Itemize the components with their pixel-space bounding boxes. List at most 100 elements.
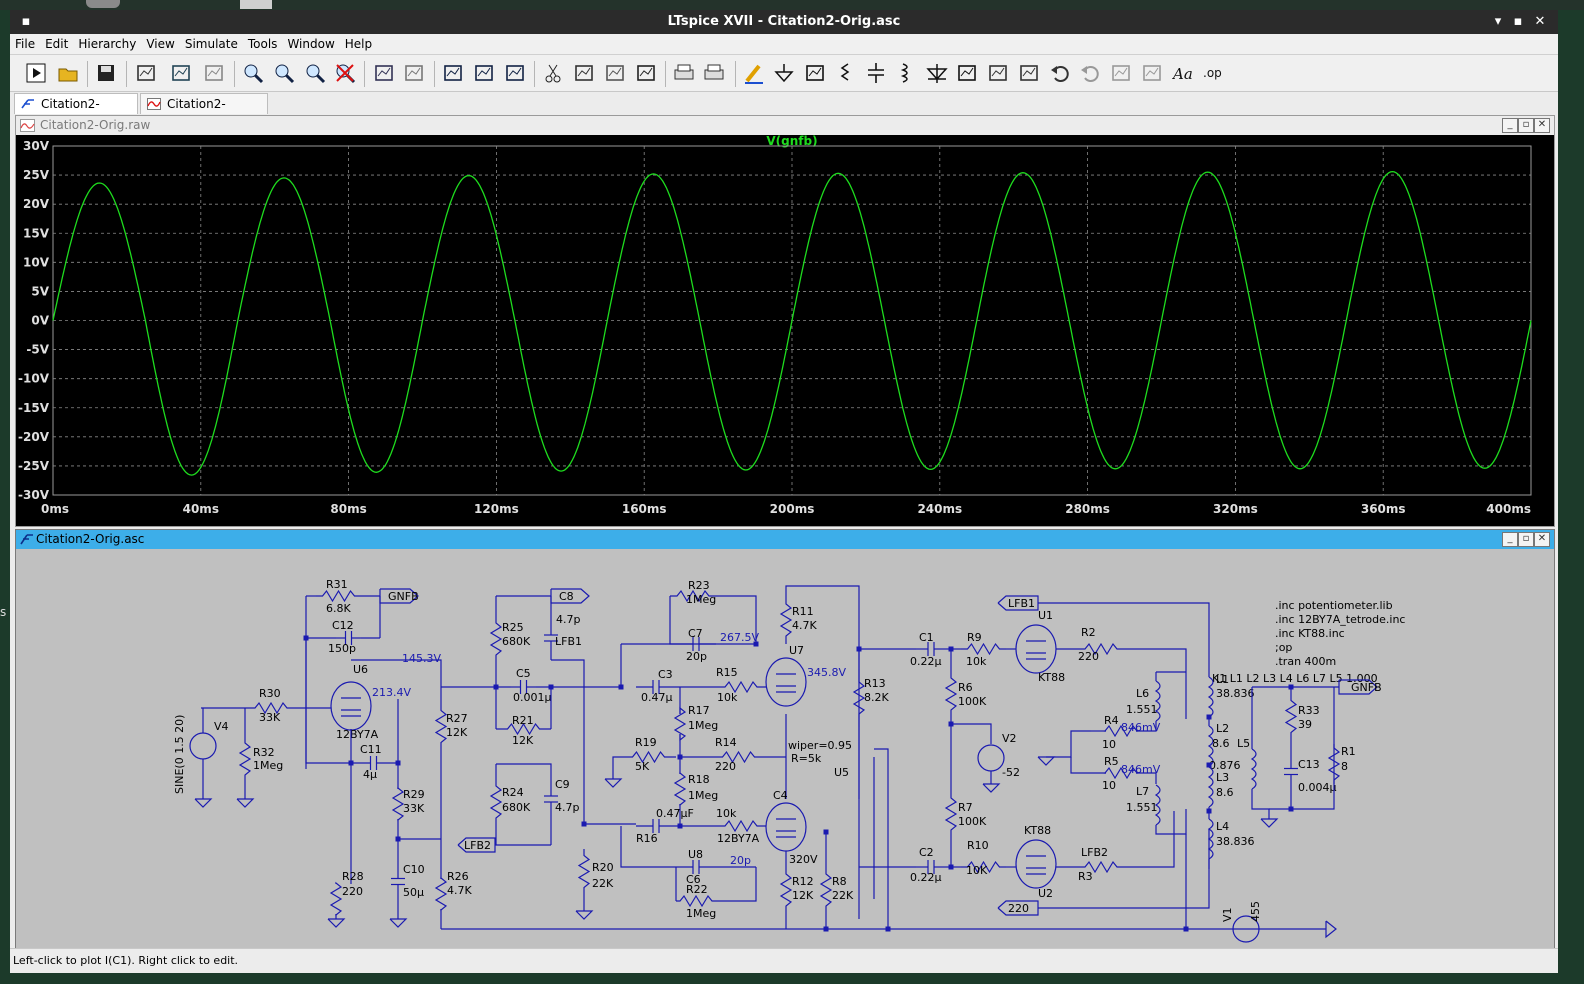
junction: [348, 760, 354, 766]
ref-C12: C12: [332, 619, 354, 632]
value-R4: 10: [1102, 738, 1116, 751]
find-icon[interactable]: [635, 62, 657, 84]
menu-window[interactable]: Window: [287, 37, 335, 51]
menu-simulate[interactable]: Simulate: [184, 37, 238, 51]
pan-icon[interactable]: [203, 62, 225, 84]
value-R17: 1Meg: [688, 719, 718, 732]
control-panel-icon[interactable]: [135, 62, 157, 84]
resistor: [1076, 860, 1126, 874]
inductor-icon[interactable]: [895, 62, 917, 84]
window-menu-icon[interactable]: ▪: [21, 14, 31, 29]
value-R7: 100K: [958, 815, 987, 828]
x-tick-label: 0ms: [41, 502, 69, 516]
close-icon[interactable]: ✕: [1534, 118, 1550, 133]
waveform-icon-glyph: [405, 65, 423, 81]
resistor: [779, 596, 793, 644]
resistor-icon[interactable]: [834, 62, 856, 84]
value-C8: LFB1: [555, 635, 582, 648]
menu-edit[interactable]: Edit: [45, 37, 69, 51]
zoom-cancel-icon[interactable]: [334, 62, 356, 84]
wire: [620, 826, 676, 868]
move-icon-glyph: [989, 65, 1007, 81]
tab-schematic[interactable]: Citation2-Orig.asc: [14, 93, 138, 131]
menu-bar: File Edit Hierarchy View Simulate Tools Window…: [10, 34, 1558, 55]
menu-help[interactable]: Help: [344, 37, 373, 51]
minimize-icon[interactable]: _: [1502, 532, 1518, 547]
wire: [305, 638, 351, 764]
menu-tools[interactable]: Tools: [247, 37, 278, 51]
autorange-icon[interactable]: [373, 62, 395, 84]
ref-R28: R28: [342, 870, 364, 883]
menu-file[interactable]: File: [15, 37, 36, 51]
label-net-icon[interactable]: [804, 62, 826, 84]
diode-icon[interactable]: [926, 62, 948, 84]
zoom-in-icon[interactable]: [242, 62, 264, 84]
tile-icon[interactable]: [504, 62, 526, 84]
run-pause-icon[interactable]: [170, 62, 192, 84]
open-icon[interactable]: [57, 62, 79, 84]
capacitor-icon[interactable]: [865, 62, 887, 84]
junction: [677, 823, 683, 829]
value-C7: 20p: [686, 650, 707, 663]
spice-directive-icon[interactable]: .op: [1202, 62, 1224, 84]
zoom-area-icon[interactable]: [273, 62, 295, 84]
tile-horizontal-icon[interactable]: [442, 62, 464, 84]
print-icon[interactable]: [703, 62, 725, 84]
ground-symbol: [1037, 756, 1056, 766]
undo-icon[interactable]: [1049, 62, 1071, 84]
ref-R12: R12: [792, 875, 814, 888]
ref-L2: L2: [1216, 722, 1229, 735]
value-C3: 0.47μ: [641, 691, 673, 704]
ref-C13: C13: [1298, 758, 1320, 771]
text-icon[interactable]: Aa: [1171, 62, 1194, 84]
schematic-icon: [21, 99, 34, 109]
cascade-icon[interactable]: [473, 62, 495, 84]
close-icon[interactable]: ✕: [1534, 532, 1550, 547]
pan-icon-glyph: [205, 65, 223, 81]
resistor: [238, 729, 252, 789]
waveform-plot[interactable]: V(gnfb)30V25V20V15V10V5V0V-5V-10V-15V-20…: [16, 134, 1554, 526]
menu-view[interactable]: View: [146, 37, 175, 51]
menu-hierarchy[interactable]: Hierarchy: [78, 37, 137, 51]
ground-symbol: [982, 783, 1001, 793]
value-R1: 8: [1341, 760, 1348, 773]
rotate-icon[interactable]: [1110, 62, 1132, 84]
node-voltage: 846mV: [1121, 721, 1161, 734]
redo-icon[interactable]: [1079, 62, 1101, 84]
run-icon[interactable]: [25, 62, 47, 84]
schematic-icon: [20, 534, 33, 545]
move-icon[interactable]: [987, 62, 1009, 84]
minimize-icon[interactable]: _: [1502, 118, 1518, 133]
y-tick-label: 0V: [31, 314, 49, 328]
cut-icon[interactable]: [542, 62, 564, 84]
ref-C8: 4.7p: [556, 613, 580, 626]
y-tick-label: 5V: [31, 284, 49, 298]
restore-icon[interactable]: ▫: [1518, 118, 1534, 133]
component-icon[interactable]: [956, 62, 978, 84]
undo-icon-glyph: [1051, 66, 1069, 82]
schematic-canvas[interactable]: .inc potentiometer.lib.inc 12BY7A_tetrod…: [16, 549, 1554, 948]
close-icon[interactable]: ✕: [1534, 14, 1546, 29]
waveform-icon[interactable]: [403, 62, 425, 84]
paste-icon[interactable]: [604, 62, 626, 84]
ground-icon[interactable]: [773, 62, 795, 84]
resistor: [496, 722, 551, 736]
maximize-icon[interactable]: ▪: [1513, 14, 1523, 29]
draw-wire-icon[interactable]: [743, 62, 765, 84]
minimize-icon[interactable]: ▾: [1494, 14, 1502, 29]
x-tick-label: 200ms: [770, 502, 815, 516]
drag-icon[interactable]: [1018, 62, 1040, 84]
value-C1: 0.22μ: [910, 655, 942, 668]
copy-icon[interactable]: [573, 62, 595, 84]
zoom-out-icon[interactable]: [304, 62, 326, 84]
save-icon[interactable]: [95, 62, 117, 84]
print-preview-icon[interactable]: [673, 62, 695, 84]
mirror-icon[interactable]: [1141, 62, 1163, 84]
tab-waveform[interactable]: Citation2-Orig.raw: [140, 93, 268, 131]
value-C4: R16: [636, 832, 658, 845]
resistor: [577, 849, 591, 894]
ground-symbol: [389, 918, 408, 928]
restore-icon[interactable]: ▫: [1518, 532, 1534, 547]
y-tick-label: -15V: [18, 401, 50, 415]
